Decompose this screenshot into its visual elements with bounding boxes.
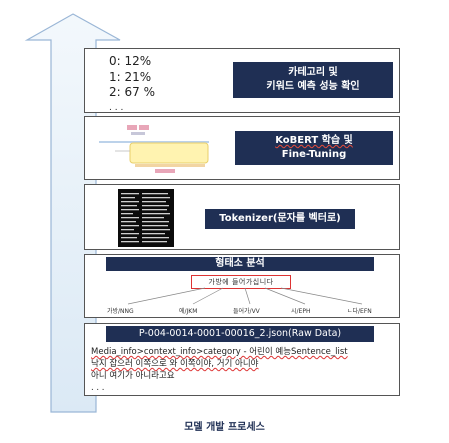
kobert-label-line1: KoBERT 학습 및 bbox=[275, 135, 353, 146]
kobert-step: KoBERT 학습 및 Fine-Tuning bbox=[84, 116, 400, 180]
evaluation-label: 카테고리 및 키워드 예측 성능 확인 bbox=[233, 62, 393, 98]
morph-title: 형태소 분석 bbox=[106, 257, 374, 271]
raw-line: Media_info>context_info>category - 어린이 예… bbox=[91, 347, 348, 357]
kobert-label-line2: Fine-Tuning bbox=[281, 149, 347, 160]
category-stats: 0: 12% 1: 21% 2: 67 % . . . bbox=[109, 54, 155, 116]
tokenizer-terminal-thumbnail bbox=[118, 189, 174, 247]
tokenizer-label: Tokenizer(문자를 벡터로) bbox=[205, 209, 355, 229]
morph-tag: 에/JKM bbox=[179, 308, 198, 315]
stat-line: . . . bbox=[109, 102, 124, 113]
raw-data-content: Media_info>context_info>category - 어린이 예… bbox=[91, 346, 348, 394]
morph-tree-lines bbox=[127, 287, 363, 305]
morph-tag: ㄴ다/EFN bbox=[347, 308, 372, 315]
morph-sentence: 가방에 들어가십니다 bbox=[208, 278, 274, 286]
morph-tag: 들어가/VV bbox=[233, 308, 260, 315]
stat-line: 1: 21% bbox=[109, 69, 152, 84]
raw-line: 낙지 잡으러 이쪽으로 와 이쪽이야, 거기 아니야 bbox=[91, 359, 259, 369]
stat-line: 2: 67 % bbox=[109, 85, 155, 99]
tokenizer-step: Tokenizer(문자를 벡터로) bbox=[84, 184, 400, 250]
raw-data-step: P-004-0014-0001-00016_2.json(Raw Data) M… bbox=[84, 323, 400, 396]
kobert-architecture-thumbnail bbox=[99, 125, 209, 173]
evaluation-label-line1: 카테고리 및 bbox=[288, 67, 338, 78]
raw-line: . . . bbox=[91, 383, 105, 393]
figure-caption: 모델 개발 프로세스 bbox=[184, 422, 265, 433]
morph-sentence-box: 가방에 들어가십니다 bbox=[191, 275, 291, 289]
raw-line: 아니 여기가 아니라고요 bbox=[91, 371, 175, 381]
morph-step: 형태소 분석 가방에 들어가십니다 가방/NNG 에/JKM 들어가/VV 시/… bbox=[84, 254, 400, 318]
stat-line: 0: 12% bbox=[109, 54, 152, 68]
raw-data-title: P-004-0014-0001-00016_2.json(Raw Data) bbox=[106, 326, 374, 342]
kobert-label: KoBERT 학습 및 Fine-Tuning bbox=[235, 131, 393, 165]
evaluation-label-line2: 키워드 예측 성능 확인 bbox=[266, 81, 360, 92]
evaluation-step: 0: 12% 1: 21% 2: 67 % . . . 카테고리 및 키워드 예… bbox=[84, 48, 400, 113]
morph-tag: 가방/NNG bbox=[107, 308, 134, 315]
morph-tag: 시/EPH bbox=[291, 308, 311, 315]
